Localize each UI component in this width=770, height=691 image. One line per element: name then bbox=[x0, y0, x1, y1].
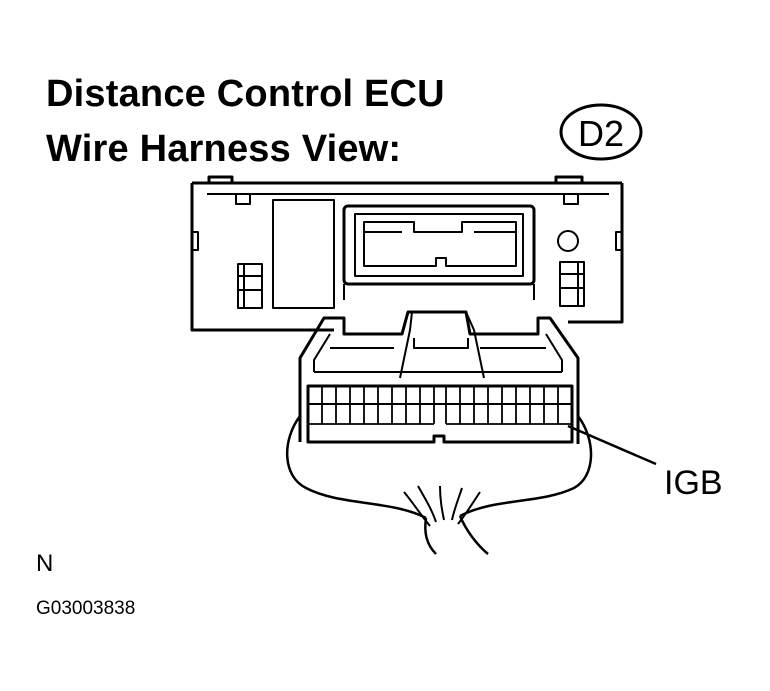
figure-code: G03003838 bbox=[36, 598, 136, 619]
title-line-2: Wire Harness View: bbox=[46, 128, 402, 170]
title-line-1: Distance Control ECU bbox=[46, 73, 445, 115]
connector-code-text: D2 bbox=[578, 113, 624, 154]
harness-connector bbox=[286, 310, 593, 555]
terminal-label-igb: IGB bbox=[664, 464, 723, 502]
orientation-label: N bbox=[36, 550, 54, 577]
connector-code-badge: D2 bbox=[559, 103, 643, 161]
ecu-body bbox=[190, 175, 624, 332]
igb-leader: IGB bbox=[567, 424, 723, 502]
